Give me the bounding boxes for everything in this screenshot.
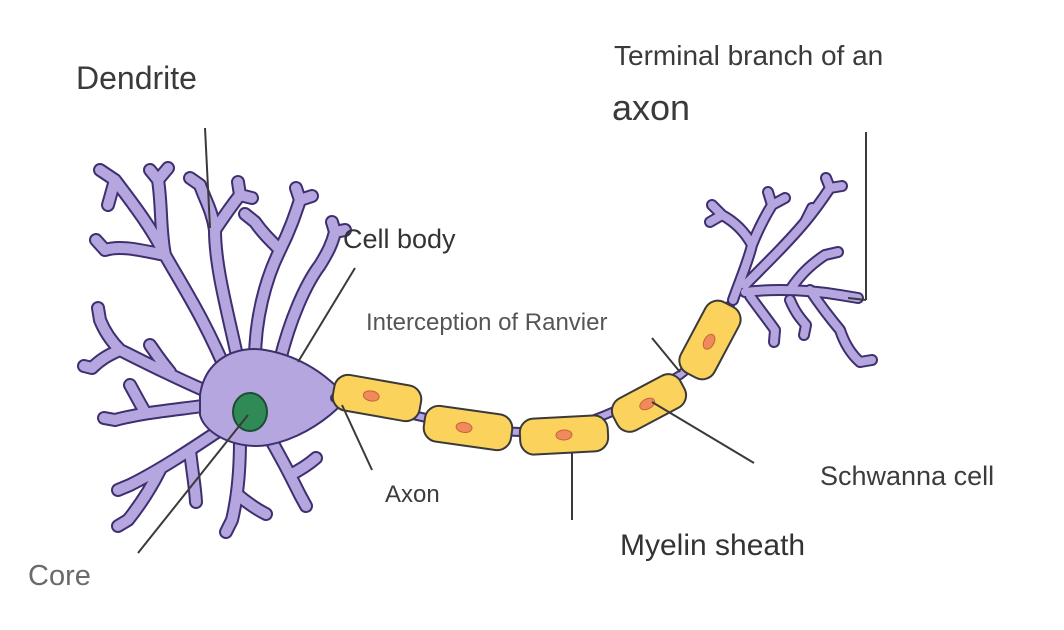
core-nucleus	[232, 392, 268, 432]
label-dendrite: Dendrite	[76, 60, 197, 96]
core-leader	[137, 414, 249, 554]
label-terminal-branch-line1: Terminal branch of an	[614, 40, 884, 71]
axon-leader	[341, 404, 373, 471]
ranvier-leader	[651, 337, 681, 373]
leader-lines	[137, 127, 867, 554]
label-axon: Axon	[385, 481, 440, 508]
label-myelin-sheath: Myelin sheath	[620, 529, 806, 562]
label-schwann-cell: Schwanna cell	[820, 461, 995, 491]
schwann-leader	[651, 401, 755, 464]
label-cell-body: Cell body	[343, 224, 456, 254]
dendrite-leader	[204, 127, 211, 229]
cell-body-leader	[297, 267, 356, 363]
label-terminal-branch-line2: axon	[612, 87, 691, 128]
label-core: Core	[28, 560, 91, 592]
label-ranvier: Interception of Ranvier	[366, 309, 608, 336]
terminal-leader-horizontal	[847, 297, 867, 301]
cell-body-soma	[199, 348, 345, 447]
myelin-sheath-segments	[331, 299, 742, 456]
